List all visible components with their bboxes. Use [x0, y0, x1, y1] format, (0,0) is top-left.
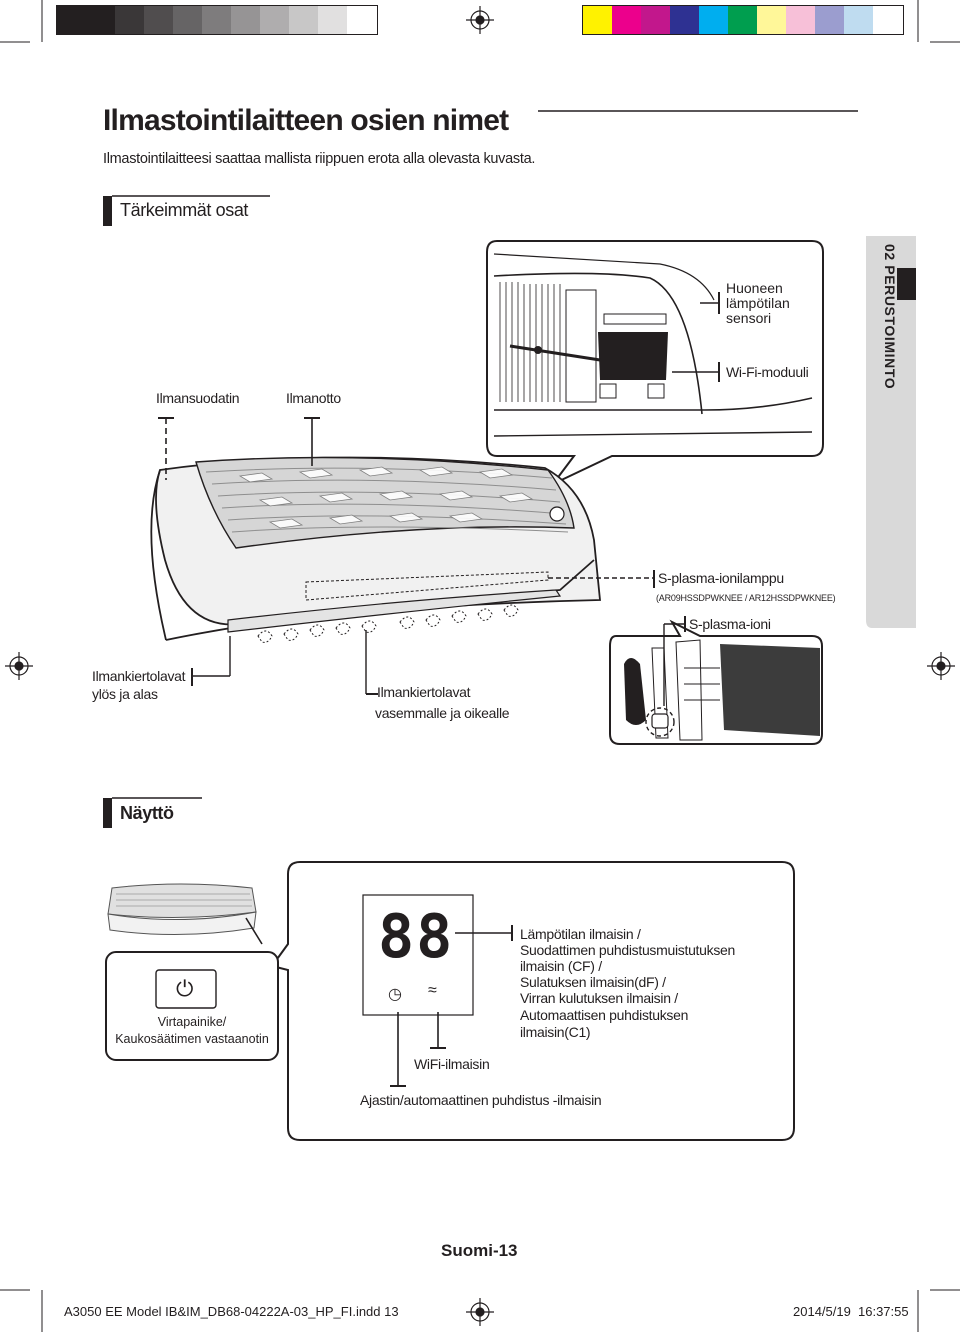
side-tab — [866, 236, 916, 628]
temp-indicator-line5: Virran kulutuksen ilmaisin / — [520, 990, 678, 1006]
timer-icon: ◷ — [388, 986, 402, 1003]
seven-segment-digits: 88 — [378, 902, 455, 972]
callout-splasma-lamp-models: (AR09HSSDPWKNEE / AR12HSSDPWKNEE) — [656, 593, 836, 603]
callout-intake: Ilmanotto — [286, 390, 341, 406]
registration-mark-left — [5, 652, 33, 680]
callout-splasma-lamp: S-plasma-ionilamppu — [658, 570, 784, 586]
temp-indicator-line6: Automaattisen puhdistuksen — [520, 1007, 689, 1023]
print-date: 2014/5/19 — [793, 1304, 851, 1319]
section-heading-display: Näyttö — [120, 803, 174, 823]
indd-file-name: A3050 EE Model IB&IM_DB68-04222A-03_HP_F… — [64, 1304, 399, 1319]
page-number: Suomi-13 — [441, 1241, 518, 1260]
callout-filter: Ilmansuodatin — [156, 390, 240, 406]
display-callout — [105, 861, 795, 1141]
callout-vertical-blades-line2: ylös ja alas — [92, 686, 158, 702]
callout-vertical-blades-line1: Ilmankiertolavat — [92, 668, 186, 684]
wifi-icon: ≈ — [428, 982, 437, 999]
callout-temp-sensor-line2: lämpötilan — [726, 295, 790, 311]
callout-temp-sensor-line1: Huoneen — [726, 280, 783, 296]
temp-indicator-line7: ilmaisin(C1) — [520, 1024, 591, 1040]
registration-mark-top — [466, 6, 494, 34]
timer-indicator-label: Ajastin/automaattinen puhdistus -ilmaisi… — [360, 1092, 602, 1108]
callout-horizontal-blades-line2: vasemmalle ja oikealle — [375, 705, 510, 721]
side-tab-label: 02 PERUSTOIMINTO — [882, 244, 898, 390]
temp-indicator-line3: ilmaisin (CF) / — [520, 958, 602, 974]
print-time: 16:37:55 — [858, 1304, 909, 1319]
callout-splasma-ion: S-plasma-ioni — [689, 616, 771, 632]
cmyk-color-bar — [582, 5, 904, 35]
callout-wifi-module: Wi-Fi-moduuli — [726, 364, 809, 380]
zoom-callout-splasma — [609, 616, 823, 745]
temp-indicator-line4: Sulatuksen ilmaisin(dF) / — [520, 974, 666, 990]
indoor-unit-illustration — [150, 417, 655, 695]
registration-mark-right — [927, 652, 955, 680]
page-subtitle: Ilmastointilaitteesi saattaa mallista ri… — [103, 151, 536, 167]
callout-horizontal-blades-line1: Ilmankiertolavat — [377, 684, 471, 700]
temp-indicator-line2: Suodattimen puhdistusmuistutuksen — [520, 942, 736, 958]
power-button-label-line2: Kaukosäätimen vastaanotin — [115, 1032, 269, 1046]
registration-mark-bottom — [466, 1298, 494, 1326]
section-marker-display — [103, 798, 112, 828]
callout-temp-sensor-line3: sensori — [726, 310, 772, 326]
power-button-label-line1: Virtapainike/ — [157, 1015, 227, 1029]
temp-indicator-line1: Lämpötilan ilmaisin / — [520, 926, 641, 942]
page-title: Ilmastointilaitteen osien nimet — [103, 104, 509, 137]
zoom-callout-top — [486, 240, 824, 485]
power-icon: ⏻ — [176, 976, 194, 1001]
section-heading-main-parts: Tärkeimmät osat — [120, 200, 249, 220]
section-marker-main — [103, 196, 112, 226]
grayscale-color-bar — [56, 5, 378, 35]
wifi-indicator-label: WiFi-ilmaisin — [414, 1056, 490, 1072]
